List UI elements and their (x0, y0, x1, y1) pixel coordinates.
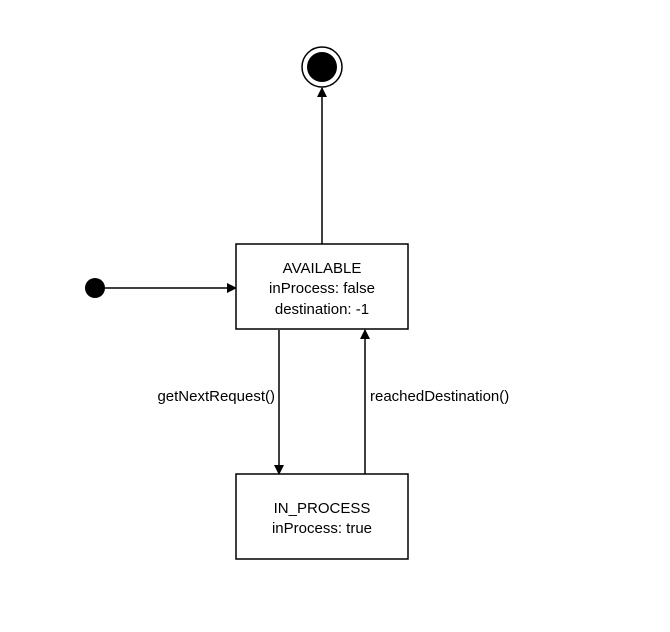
state-available-attr-inprocess: inProcess: false (269, 280, 375, 297)
initial-state-node[interactable] (85, 278, 105, 298)
transition-label-reached-destination: reachedDestination() (370, 388, 509, 405)
transition-label-get-next-request: getNextRequest() (157, 388, 275, 405)
state-in-process-attr-inprocess: inProcess: true (272, 520, 372, 537)
final-state-node[interactable] (301, 46, 343, 88)
state-available-box[interactable] (235, 243, 409, 330)
state-in-process[interactable]: IN_PROCESS inProcess: true (235, 473, 409, 560)
state-in-process-box[interactable] (235, 473, 409, 560)
state-available[interactable]: AVAILABLE inProcess: false destination: … (235, 243, 409, 330)
state-available-name: AVAILABLE (283, 260, 362, 277)
state-available-attr-destination: destination: -1 (275, 301, 369, 318)
state-in-process-name: IN_PROCESS (274, 500, 371, 517)
